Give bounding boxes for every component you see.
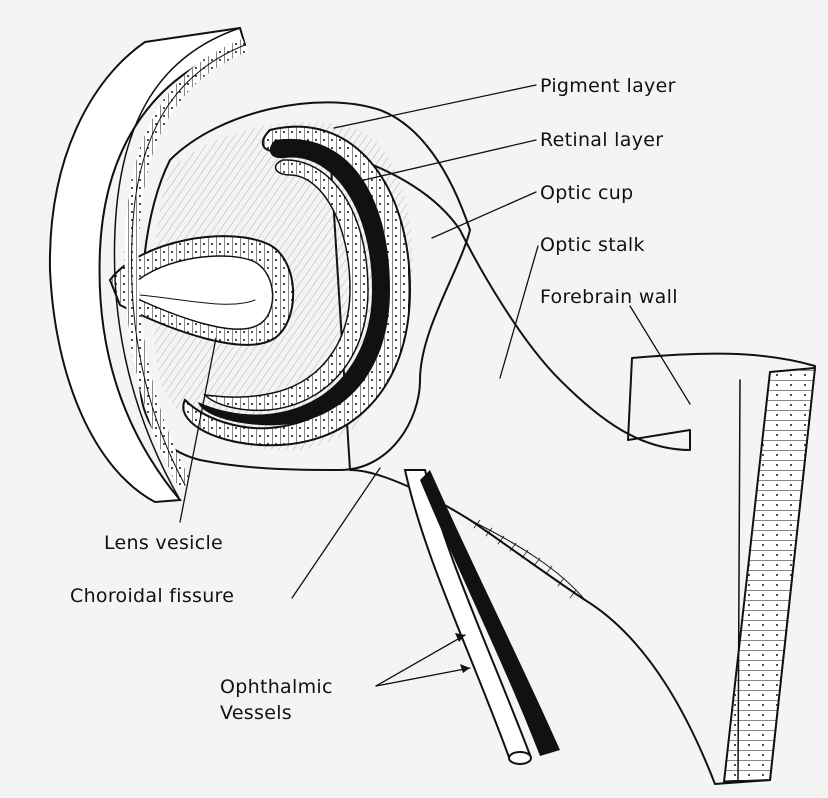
label-forebrain-wall: Forebrain wall: [540, 286, 678, 308]
leader-ophthalmic-2: [376, 668, 470, 686]
label-choroidal-fissure: Choroidal fissure: [70, 585, 234, 607]
label-vessels: Vessels: [220, 702, 292, 724]
label-retinal-layer: Retinal layer: [540, 129, 663, 151]
label-optic-cup: Optic cup: [540, 182, 633, 204]
label-lens-vesicle: Lens vesicle: [104, 532, 223, 554]
leader-optic-stalk: [500, 246, 538, 378]
ophthalmic-vessels-shape: [405, 470, 560, 764]
label-optic-stalk: Optic stalk: [540, 234, 645, 256]
label-ophthalmic: Ophthalmic: [220, 676, 333, 698]
leader-choroidal-fissure: [292, 468, 380, 598]
leader-ophthalmic-1: [376, 635, 465, 686]
label-pigment-layer: Pigment layer: [540, 75, 676, 97]
